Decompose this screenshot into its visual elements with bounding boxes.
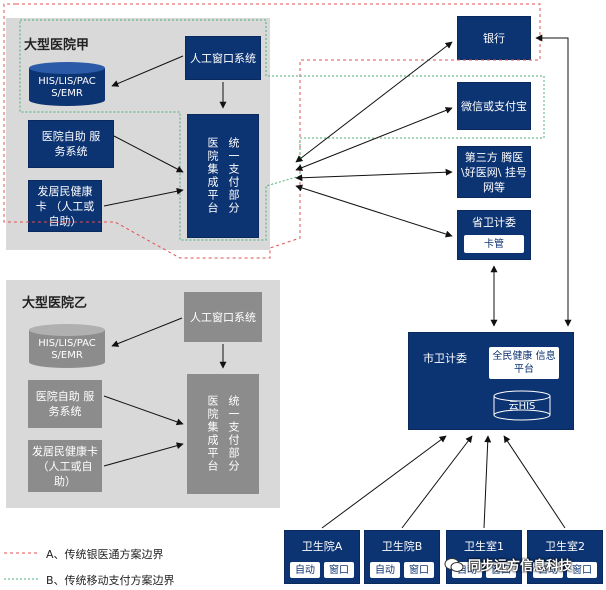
window-chip: 窗口 xyxy=(567,562,597,578)
arrow-a-card-to-platform xyxy=(103,187,184,207)
wechat-icon xyxy=(444,557,464,572)
legend-a-text: A、传统银医通方案边界 xyxy=(46,548,164,561)
hospital-a-db-label: HIS/LIS/PAC S/EMR xyxy=(38,76,96,99)
hospital-a-platform-right: 统一支付部分 xyxy=(227,137,240,215)
arrow-b-self-to-platform xyxy=(103,395,184,426)
city-commission-title: 市卫计委 xyxy=(423,352,467,365)
third-party-box: 第三方 腾医\好医网\ 挂号网等 xyxy=(457,146,531,198)
arrow-clinic-a-city xyxy=(321,435,447,529)
arrow-clinic-b-city xyxy=(401,435,473,529)
hospital-a-title: 大型医院甲 xyxy=(24,38,90,53)
clinic-b-box: 卫生院B 自动 窗口 xyxy=(364,530,440,584)
hospital-b-database: HIS/LIS/PAC S/EMR xyxy=(26,322,108,370)
watermark-text: 同步远方信息科技 xyxy=(468,559,573,574)
arrow-platform-third-party xyxy=(295,168,453,182)
window-chip: 窗口 xyxy=(486,562,516,578)
city-commission-box: 市卫计委 全民健康 信息平台 云HIS xyxy=(408,332,574,430)
auto-chip: 自动 xyxy=(370,562,400,578)
hospital-b-health-card: 发居民健康卡 （人工或自助） xyxy=(28,440,102,492)
hospital-a-health-card: 发居民健康卡 （人工或自助） xyxy=(28,180,102,232)
hospital-b-platform-left: 医院集成平台 xyxy=(206,395,219,473)
wechat-alipay-box: 微信或支付宝 xyxy=(457,82,531,130)
clinic-a-box: 卫生院A 自动 窗口 xyxy=(284,530,360,584)
hospital-a-platform-left: 医院集成平台 xyxy=(206,137,219,215)
window-chip: 窗口 xyxy=(324,562,354,578)
arrow-platform-province xyxy=(295,184,453,238)
clinic-name: 卫生室2 xyxy=(545,540,585,553)
legend-b-text: B、传统移动支付方案边界 xyxy=(46,574,175,587)
hospital-a-window-system: 人工窗口系统 xyxy=(185,36,261,80)
hospital-a-database: HIS/LIS/PAC S/EMR xyxy=(26,60,108,108)
bank-box: 银行 xyxy=(457,16,531,60)
hospital-b-db-label: HIS/LIS/PAC S/EMR xyxy=(38,338,96,361)
clinic-name: 卫生院B xyxy=(381,540,423,553)
arrow-platform-wechat xyxy=(295,107,453,171)
arrow-clinic-2-city xyxy=(503,435,566,529)
arrow-b-card-to-platform xyxy=(103,442,184,467)
hospital-b-platform-right: 统一支付部分 xyxy=(227,395,240,473)
arrow-bank-city xyxy=(535,34,572,327)
hospital-b-platform: 医院集成平台 统一支付部分 xyxy=(187,374,259,494)
cloud-his: 云HIS xyxy=(491,389,553,421)
health-platform-chip: 全民健康 信息平台 xyxy=(489,347,559,379)
province-box: 省卫计委 卡管 xyxy=(457,210,531,260)
boundary-b-line xyxy=(19,19,545,241)
database-icon xyxy=(493,390,551,421)
hospital-b-title: 大型医院乙 xyxy=(22,296,88,311)
hospital-a-platform: 医院集成平台 统一支付部分 xyxy=(187,114,259,238)
clinic-2-box: 卫生室2 自动 窗口 xyxy=(527,530,603,584)
card-management-chip: 卡管 xyxy=(464,235,524,253)
database-icon xyxy=(29,62,105,106)
hospital-a-self-service: 医院自助 服务系统 xyxy=(28,120,114,168)
clinic-1-box: 卫生室1 自动 窗口 xyxy=(446,530,522,584)
clinic-name: 卫生室1 xyxy=(464,540,504,553)
hospital-b-window-system: 人工窗口系统 xyxy=(184,292,262,342)
arrow-a-window-to-db xyxy=(111,55,184,87)
arrow-clinic-1-city xyxy=(483,435,492,529)
window-chip: 窗口 xyxy=(404,562,434,578)
province-label: 省卫计委 xyxy=(472,216,516,229)
auto-chip: 自动 xyxy=(533,562,563,578)
hospital-b-self-service: 医院自助 服务系统 xyxy=(28,380,102,428)
arrow-a-self-to-platform xyxy=(113,135,184,173)
auto-chip: 自动 xyxy=(290,562,320,578)
arrow-b-window-to-db xyxy=(111,317,183,347)
boundary-a-line xyxy=(3,3,541,259)
clinic-name: 卫生院A xyxy=(301,540,343,553)
watermark: 同步远方信息科技 xyxy=(444,555,572,574)
database-icon xyxy=(29,324,105,368)
cloud-his-label: 云HIS xyxy=(508,401,536,412)
